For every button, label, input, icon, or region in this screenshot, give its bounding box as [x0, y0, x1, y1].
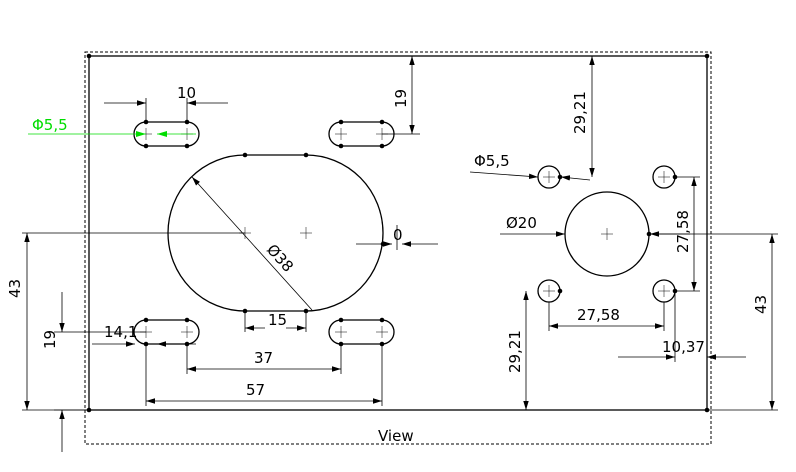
dim-text-14-1: 14,1 — [104, 323, 137, 341]
dim-slot-hole-selected[interactable]: Φ5,5 — [28, 116, 196, 137]
dim-text-19-top: 19 — [392, 89, 410, 108]
dim-text-27-58-vertical: 27,58 — [674, 210, 692, 253]
view-frame — [84, 51, 712, 445]
dim-right-height[interactable]: 43 — [649, 233, 778, 411]
dim-text-dia-5-5: Φ5,5 — [32, 116, 68, 134]
dim-large-slot-flat[interactable]: 15 — [244, 311, 307, 332]
dim-right-bottom[interactable]: 29,21 — [506, 291, 529, 410]
dim-text-dia-5-5-right: Φ5,5 — [474, 152, 510, 170]
dim-large-slot-radius[interactable]: Ø38 — [191, 176, 313, 311]
dim-top-slot-offset[interactable]: 19 — [382, 56, 420, 135]
slot-bottom-center[interactable] — [328, 317, 395, 347]
dim-left-height[interactable]: 43 — [6, 232, 245, 411]
dim-text-dia-20: Ø20 — [506, 214, 537, 232]
slot-top-left[interactable] — [133, 119, 200, 149]
dim-zero[interactable]: 0 — [356, 225, 438, 250]
small-hole-top-left[interactable] — [537, 165, 563, 189]
dim-text-37: 37 — [254, 349, 273, 367]
dim-text-29-21-top: 29,21 — [571, 91, 589, 134]
dim-right-top[interactable]: 29,21 — [571, 56, 595, 177]
dim-text-19-left: 19 — [41, 330, 59, 349]
dim-slot-pitch-top[interactable]: 10 — [104, 84, 228, 122]
dim-slot-width-lower[interactable]: 14,1 — [92, 323, 196, 347]
small-hole-bottom-right[interactable] — [652, 279, 678, 303]
dim-right-horizontal[interactable]: 27,58 — [548, 302, 665, 331]
dim-text-43-left: 43 — [6, 279, 24, 298]
slot-top-center[interactable] — [328, 119, 395, 149]
small-hole-bottom-left[interactable] — [537, 279, 563, 303]
dim-text-10-37: 10,37 — [662, 338, 705, 356]
view-label: View — [378, 427, 414, 445]
dim-text-57: 57 — [246, 381, 265, 399]
center-hole[interactable] — [564, 191, 652, 277]
dim-right-hole-dia[interactable]: Φ5,5 — [469, 152, 591, 181]
dim-text-27-58-horizontal: 27,58 — [577, 306, 620, 324]
corner-vertex[interactable] — [704, 53, 710, 59]
dim-text-43-right: 43 — [752, 295, 770, 314]
dim-right-small[interactable]: 10,37 — [618, 291, 746, 410]
dim-right-circle-dia[interactable]: Ø20 — [500, 214, 690, 237]
dim-spacing-37[interactable]: 37 — [186, 344, 342, 374]
corner-vertex[interactable] — [86, 53, 92, 59]
dim-text-0: 0 — [393, 226, 403, 244]
dim-left-lower[interactable]: 19 — [41, 292, 146, 452]
dim-right-vertical[interactable]: 27,58 — [674, 176, 700, 292]
dim-text-dia-38: Ø38 — [263, 241, 297, 276]
dim-text-10: 10 — [177, 84, 196, 102]
dim-text-15: 15 — [268, 311, 287, 329]
dim-text-29-21-bottom: 29,21 — [506, 330, 524, 373]
dim-spacing-57[interactable]: 57 — [145, 344, 383, 406]
small-hole-top-right[interactable] — [652, 165, 678, 189]
